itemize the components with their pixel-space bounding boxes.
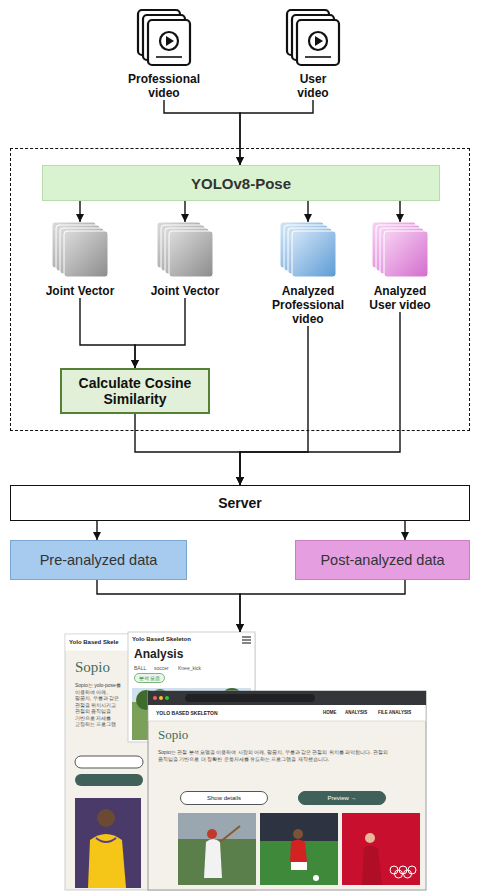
- connector-arrow: [240, 100, 313, 165]
- node-label: Joint Vector: [35, 284, 125, 298]
- connector-arrow: [399, 201, 400, 222]
- screenshot-text: Analysis: [134, 647, 183, 662]
- input-video: Professional video: [116, 10, 212, 100]
- screenshot-text: BALL: [134, 665, 146, 671]
- vector-stack-icon: [52, 222, 108, 277]
- process-box: Calculate Cosine Similarity: [60, 368, 210, 414]
- connector-arrow: [135, 414, 240, 485]
- app-screenshot: YOLO BASED SKELETON HOME ANALYSIS FILE ANAL…: [148, 691, 426, 890]
- screenshot-text: Sopio는 관절 분석 모델을 이용하여 사람의 어깨, 팔꿈치, 무릎과 같…: [158, 749, 408, 763]
- output-stack: Analyzed User video: [361, 222, 439, 312]
- connector-arrow: [240, 580, 405, 632]
- screenshot-text: Knee_kick: [178, 665, 201, 671]
- connector-arrow: [184, 201, 185, 222]
- connector-arrow: [80, 298, 135, 368]
- vector-stack-icon: [157, 222, 213, 277]
- connector-arrow: [404, 521, 405, 540]
- video-stack-icon: [372, 222, 428, 277]
- video-icon: [138, 10, 190, 65]
- screenshot-text: Sopio: [158, 727, 188, 743]
- screenshot-text: Yolo Based Skeleton: [132, 635, 191, 643]
- screenshot-text: YOLO BASED SKELETON: [156, 710, 218, 716]
- node-label: User video: [289, 72, 337, 100]
- video-icon: [287, 10, 339, 65]
- screenshot-text: FILE ANALYSIS: [378, 710, 411, 716]
- connector-arrow: [164, 100, 240, 165]
- desktop-screenshot: [148, 691, 426, 890]
- screenshot-text: HOME: [323, 710, 337, 716]
- node-label: Joint Vector: [140, 284, 230, 298]
- model-bar: YOLOv8-Pose: [42, 165, 440, 201]
- node-label: Post-analyzed data: [320, 552, 444, 568]
- output-stack: Joint Vector: [140, 222, 230, 298]
- output-stack: Joint Vector: [35, 222, 125, 298]
- screenshot-text: soccer: [154, 665, 169, 671]
- data-band: Pre-analyzed data: [10, 540, 187, 580]
- node-label: Server: [218, 495, 262, 511]
- connector-arrow: [307, 201, 308, 222]
- connector-arrow: [240, 312, 400, 485]
- server-box: Server: [10, 485, 470, 521]
- connector-arrow: [97, 580, 240, 632]
- screenshot-text: Show details: [180, 791, 268, 805]
- screenshot-text: Preview →: [298, 791, 386, 805]
- node-label: Analyzed User video: [361, 284, 439, 312]
- screenshot-text: Sopio는 yolo-pose를 이용하여 어깨, 팔꿈치, 무릎과 같은 관…: [75, 682, 125, 728]
- screenshot-text: ANALYSIS: [345, 710, 367, 716]
- data-band: Post-analyzed data: [295, 540, 470, 580]
- input-video: User video: [289, 10, 337, 100]
- node-label: Pre-analyzed data: [40, 552, 158, 568]
- connector-arrow: [135, 298, 185, 368]
- node-label: YOLOv8-Pose: [191, 175, 291, 192]
- screenshot-text: Sopio: [75, 658, 110, 677]
- node-label: Professional video: [116, 72, 212, 100]
- output-stack: Analyzed Professional video: [260, 222, 356, 326]
- node-label: Calculate Cosine Similarity: [70, 375, 200, 407]
- screenshot-text: 분석 모음: [134, 673, 165, 683]
- connector-arrow: [79, 201, 80, 222]
- video-stack-icon: [280, 222, 336, 277]
- connector-arrow: [240, 326, 308, 485]
- node-label: Analyzed Professional video: [260, 284, 356, 326]
- app-screenshot: Yolo Based SkeletonAnalysisBALL soccer Kne…: [128, 632, 255, 742]
- screenshot-text: Yolo Based Skele: [69, 638, 119, 646]
- pipeline-group: YOLOv8-PoseJoint Vector Joint Vector Analy…: [10, 148, 470, 431]
- connector-arrow: [96, 521, 97, 540]
